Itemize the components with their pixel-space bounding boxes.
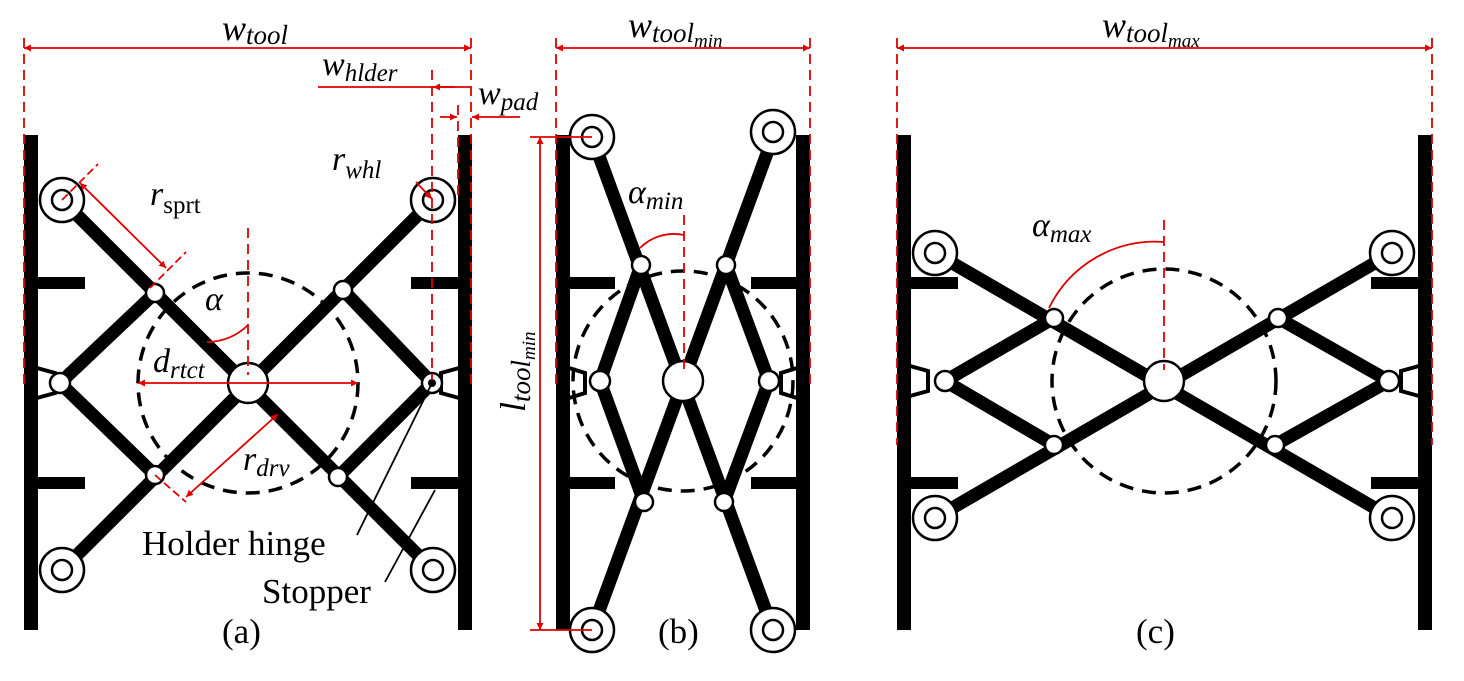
wheel-icon bbox=[409, 546, 457, 594]
r-drv-tick bbox=[154, 474, 187, 503]
wheel-icon bbox=[38, 546, 86, 594]
r-whl-label: rwhl bbox=[332, 141, 381, 184]
link-bar bbox=[53, 286, 162, 390]
alpha-min-label: αmin bbox=[628, 174, 683, 215]
link-bar bbox=[1271, 311, 1396, 388]
w-pad-label: wpad bbox=[478, 75, 539, 116]
alpha-min-arc bbox=[639, 233, 685, 249]
r-sprt-tick bbox=[61, 163, 99, 201]
link-bar bbox=[53, 376, 162, 482]
wheel-icon bbox=[1368, 229, 1416, 277]
w-tool-label: wtool bbox=[222, 8, 288, 50]
stopper-leader bbox=[384, 489, 436, 583]
link-bar bbox=[719, 258, 776, 388]
joint bbox=[933, 369, 957, 393]
drive-circle bbox=[1050, 267, 1278, 495]
r-sprt-dim-line bbox=[79, 182, 167, 269]
l-tool-min-label: ltoolmin bbox=[493, 331, 540, 412]
w-tool-min-label: wtoolmin bbox=[628, 5, 723, 52]
joint bbox=[588, 369, 612, 393]
joint bbox=[327, 466, 349, 488]
joint bbox=[757, 369, 781, 393]
r-drv-label: rdrv bbox=[243, 441, 290, 482]
joint bbox=[630, 254, 652, 276]
caption-a: (a) bbox=[222, 612, 261, 651]
joint bbox=[48, 371, 72, 395]
panel-b: wtoolmin αmin ltoolmin (b) bbox=[493, 5, 811, 654]
r-whl-dim-line bbox=[415, 181, 433, 200]
center-hub bbox=[1142, 359, 1186, 403]
joint bbox=[1267, 307, 1289, 329]
link-bar bbox=[717, 374, 776, 509]
d-rtct-label: drtct bbox=[153, 343, 206, 384]
caption-b: (b) bbox=[658, 612, 699, 651]
wheel-icon bbox=[911, 494, 959, 542]
wheel-icon bbox=[749, 606, 797, 654]
center-hub bbox=[661, 359, 705, 403]
hinge-icon bbox=[1399, 364, 1420, 398]
w-tool-max-label: wtoolmax bbox=[1102, 5, 1200, 52]
wheel-icon bbox=[911, 229, 959, 277]
r-sprt-tick bbox=[149, 251, 187, 289]
drive-circle bbox=[571, 269, 795, 493]
link-bar bbox=[938, 311, 1061, 388]
r-drv-dim-line bbox=[185, 413, 279, 498]
link-bar bbox=[1268, 374, 1396, 452]
r-sprt-label: rsprt bbox=[150, 176, 201, 219]
stopper-label: Stopper bbox=[262, 572, 371, 611]
hinge-icon bbox=[909, 364, 930, 398]
link-bar bbox=[336, 283, 439, 390]
joint bbox=[332, 279, 354, 301]
joint bbox=[633, 491, 655, 513]
panel-a: wtool whlder wpad rwhl rsprt α drtct rdr… bbox=[23, 8, 539, 651]
wheel-icon bbox=[749, 108, 797, 156]
hinge-icon bbox=[568, 366, 587, 400]
alpha-max-label: αmax bbox=[1032, 207, 1092, 248]
joint bbox=[713, 491, 735, 513]
joint bbox=[1377, 369, 1401, 393]
wheel-icon bbox=[1368, 494, 1416, 542]
holder-hinge-label: Holder hinge bbox=[142, 524, 326, 563]
link-bar bbox=[938, 374, 1061, 452]
alpha-label: α bbox=[205, 281, 224, 318]
holder-hinge-leader bbox=[356, 382, 433, 536]
joint bbox=[1043, 307, 1065, 329]
w-hlder-label: whlder bbox=[322, 46, 398, 87]
joint bbox=[144, 282, 166, 304]
panel-c: wtoolmax αmax (c) bbox=[896, 5, 1433, 651]
joint bbox=[715, 254, 737, 276]
link-bar bbox=[331, 376, 439, 484]
joint bbox=[1043, 434, 1065, 456]
hinge-icon bbox=[779, 366, 798, 400]
alpha-arc bbox=[206, 324, 249, 343]
hinge-icon bbox=[439, 366, 460, 400]
caption-c: (c) bbox=[1136, 612, 1175, 651]
joint bbox=[1264, 434, 1286, 456]
alpha-max-arc bbox=[1048, 240, 1165, 309]
